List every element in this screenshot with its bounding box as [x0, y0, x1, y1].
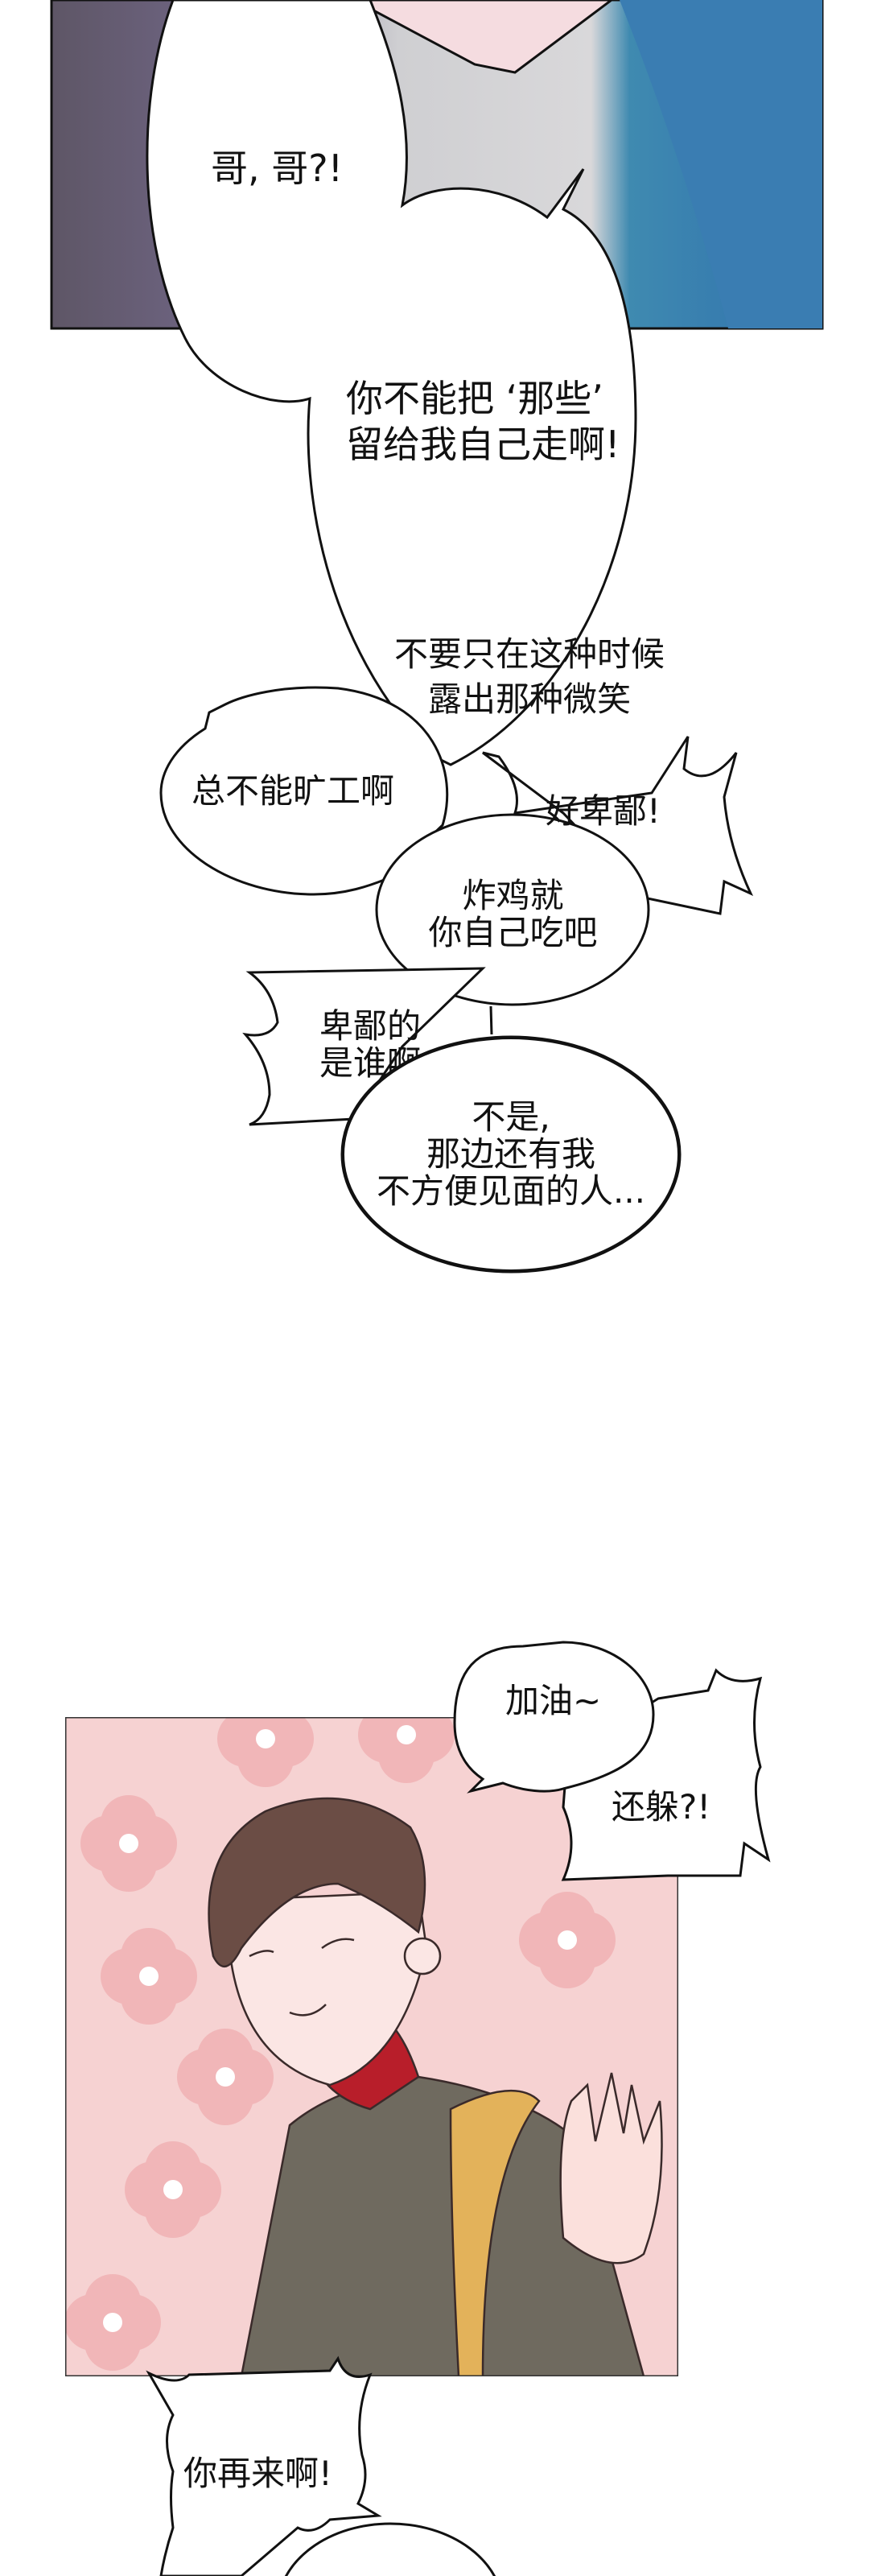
speech-bubble-overlay	[342, 1037, 680, 1272]
shout-bubble-text: 还躲?!	[612, 1787, 711, 1827]
speech-line: 那边还有我	[426, 1134, 595, 1174]
speech-line: 炸鸡就	[462, 876, 564, 915]
bottom-bubbles	[146, 1641, 771, 2576]
character-illustration	[208, 1797, 663, 2376]
speech-line: 你自己吃吧	[428, 913, 598, 953]
speech-bubble-text: 不是, 那边还有我 不方便见面的人...	[354, 1097, 668, 1212]
speech-bubble-text: 加油~	[505, 1681, 602, 1720]
speech-bubble-text: 总不能旷工啊	[192, 771, 395, 811]
whisper-text: 不要只在这种时候 露出那种微笑	[394, 634, 665, 720]
whisper-line: 不要只在这种时候	[394, 634, 665, 674]
speech-bubble-text: 哥, 哥?!	[211, 147, 344, 190]
top-bubbles	[146, 0, 637, 766]
speech-bubble-text: 你不能把 ‘那些’ 留给我自己走啊!	[346, 378, 620, 464]
shout-bubble-text: 你再来啊!	[183, 2454, 332, 2493]
speech-line: 卑鄙的	[319, 1006, 421, 1046]
flower-pattern	[65, 1717, 616, 2371]
speech-line: 你不能把 ‘那些’	[346, 377, 603, 420]
speech-bubble-text: 炸鸡就 你自己吃吧	[418, 877, 607, 952]
shout-bubble-text: 好卑鄙!	[546, 791, 661, 831]
speech-line: 不是,	[472, 1097, 550, 1137]
whisper-line: 露出那种微笑	[428, 679, 632, 720]
speech-line: 留给我自己走啊!	[346, 422, 620, 466]
speech-line: 不方便见面的人...	[376, 1171, 646, 1212]
